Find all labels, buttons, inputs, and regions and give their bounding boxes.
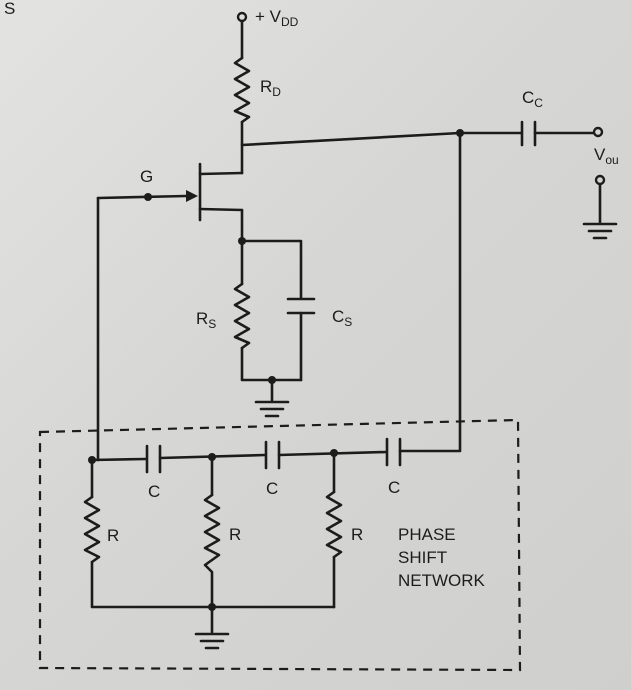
vdd-label: + VDD bbox=[255, 7, 299, 29]
c1-label: C bbox=[148, 482, 160, 501]
vout-terminal bbox=[592, 126, 604, 138]
r2-label: R bbox=[229, 525, 241, 544]
r3-label: R bbox=[351, 525, 363, 544]
cc-label: CC bbox=[522, 88, 543, 110]
gate-junction bbox=[144, 193, 152, 201]
gate-label: G bbox=[140, 167, 153, 186]
rs-label: RS bbox=[196, 309, 216, 331]
vout-label: Vou bbox=[594, 145, 619, 167]
cs-top-wire bbox=[240, 239, 303, 300]
network-label-line2: SHIFT bbox=[398, 548, 447, 567]
corner-fragment-text: S bbox=[4, 0, 15, 18]
network-label-line1: PHASE bbox=[398, 525, 456, 544]
output-wire bbox=[240, 131, 523, 147]
rs-resistor bbox=[233, 282, 251, 350]
network-ground-icon bbox=[194, 632, 230, 650]
c3-capacitor bbox=[385, 437, 402, 467]
rd-resistor bbox=[233, 56, 251, 124]
r1-resistor bbox=[83, 495, 101, 564]
rd-label: RD bbox=[260, 77, 281, 99]
network-wire-1 bbox=[90, 457, 148, 462]
r2-resistor bbox=[203, 493, 221, 609]
vout-ground-icon bbox=[582, 222, 618, 240]
network-bottom-wire bbox=[90, 560, 336, 609]
c1-capacitor bbox=[145, 444, 162, 474]
feedback-wire bbox=[398, 131, 462, 453]
c2-capacitor bbox=[264, 440, 281, 470]
network-label-line3: NETWORK bbox=[398, 571, 486, 590]
source-ground-icon bbox=[254, 400, 290, 418]
phase-shift-network-box bbox=[38, 418, 522, 672]
c2-label: C bbox=[266, 479, 278, 498]
vdd-terminal: + VDD bbox=[236, 7, 299, 29]
cc-capacitor bbox=[520, 120, 537, 147]
jfet-transistor bbox=[96, 162, 244, 222]
cs-label: CS bbox=[332, 307, 352, 329]
r1-label: R bbox=[107, 526, 119, 545]
c3-label: C bbox=[388, 478, 400, 497]
cs-capacitor bbox=[286, 297, 316, 315]
rs-bottom-wire bbox=[240, 346, 303, 382]
r3-resistor bbox=[325, 490, 343, 559]
